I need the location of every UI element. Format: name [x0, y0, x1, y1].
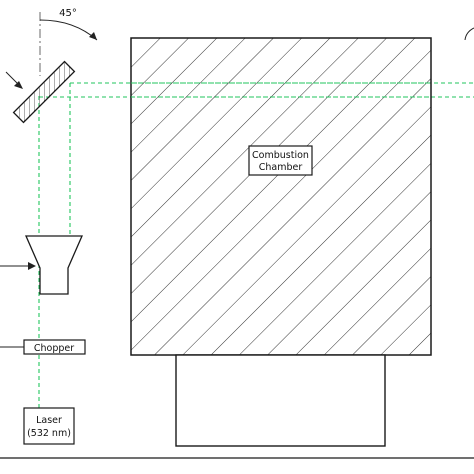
laser-box	[23, 407, 75, 445]
partial-arc-right	[464, 27, 474, 41]
angle-arrowhead	[89, 32, 97, 40]
detector-funnel	[25, 235, 83, 295]
chamber-label-line1: Combustion	[252, 150, 309, 161]
mirror	[12, 60, 76, 124]
chopper-label: Chopper	[34, 343, 74, 354]
angle-label: 45°	[59, 8, 77, 19]
detector-pointer-arrowhead	[28, 262, 36, 270]
laser-label-line1: Laser	[36, 415, 62, 426]
beam-through-chamber	[131, 82, 431, 98]
chamber-label-box	[248, 145, 313, 176]
chamber-base	[175, 354, 386, 447]
angle-arc	[39, 19, 98, 41]
combustion-chamber	[130, 37, 432, 356]
laser-label-line2: (532 nm)	[27, 428, 71, 439]
chamber-label-line2: Chamber	[259, 162, 303, 173]
mirror-pointer-arrowhead	[14, 81, 23, 89]
